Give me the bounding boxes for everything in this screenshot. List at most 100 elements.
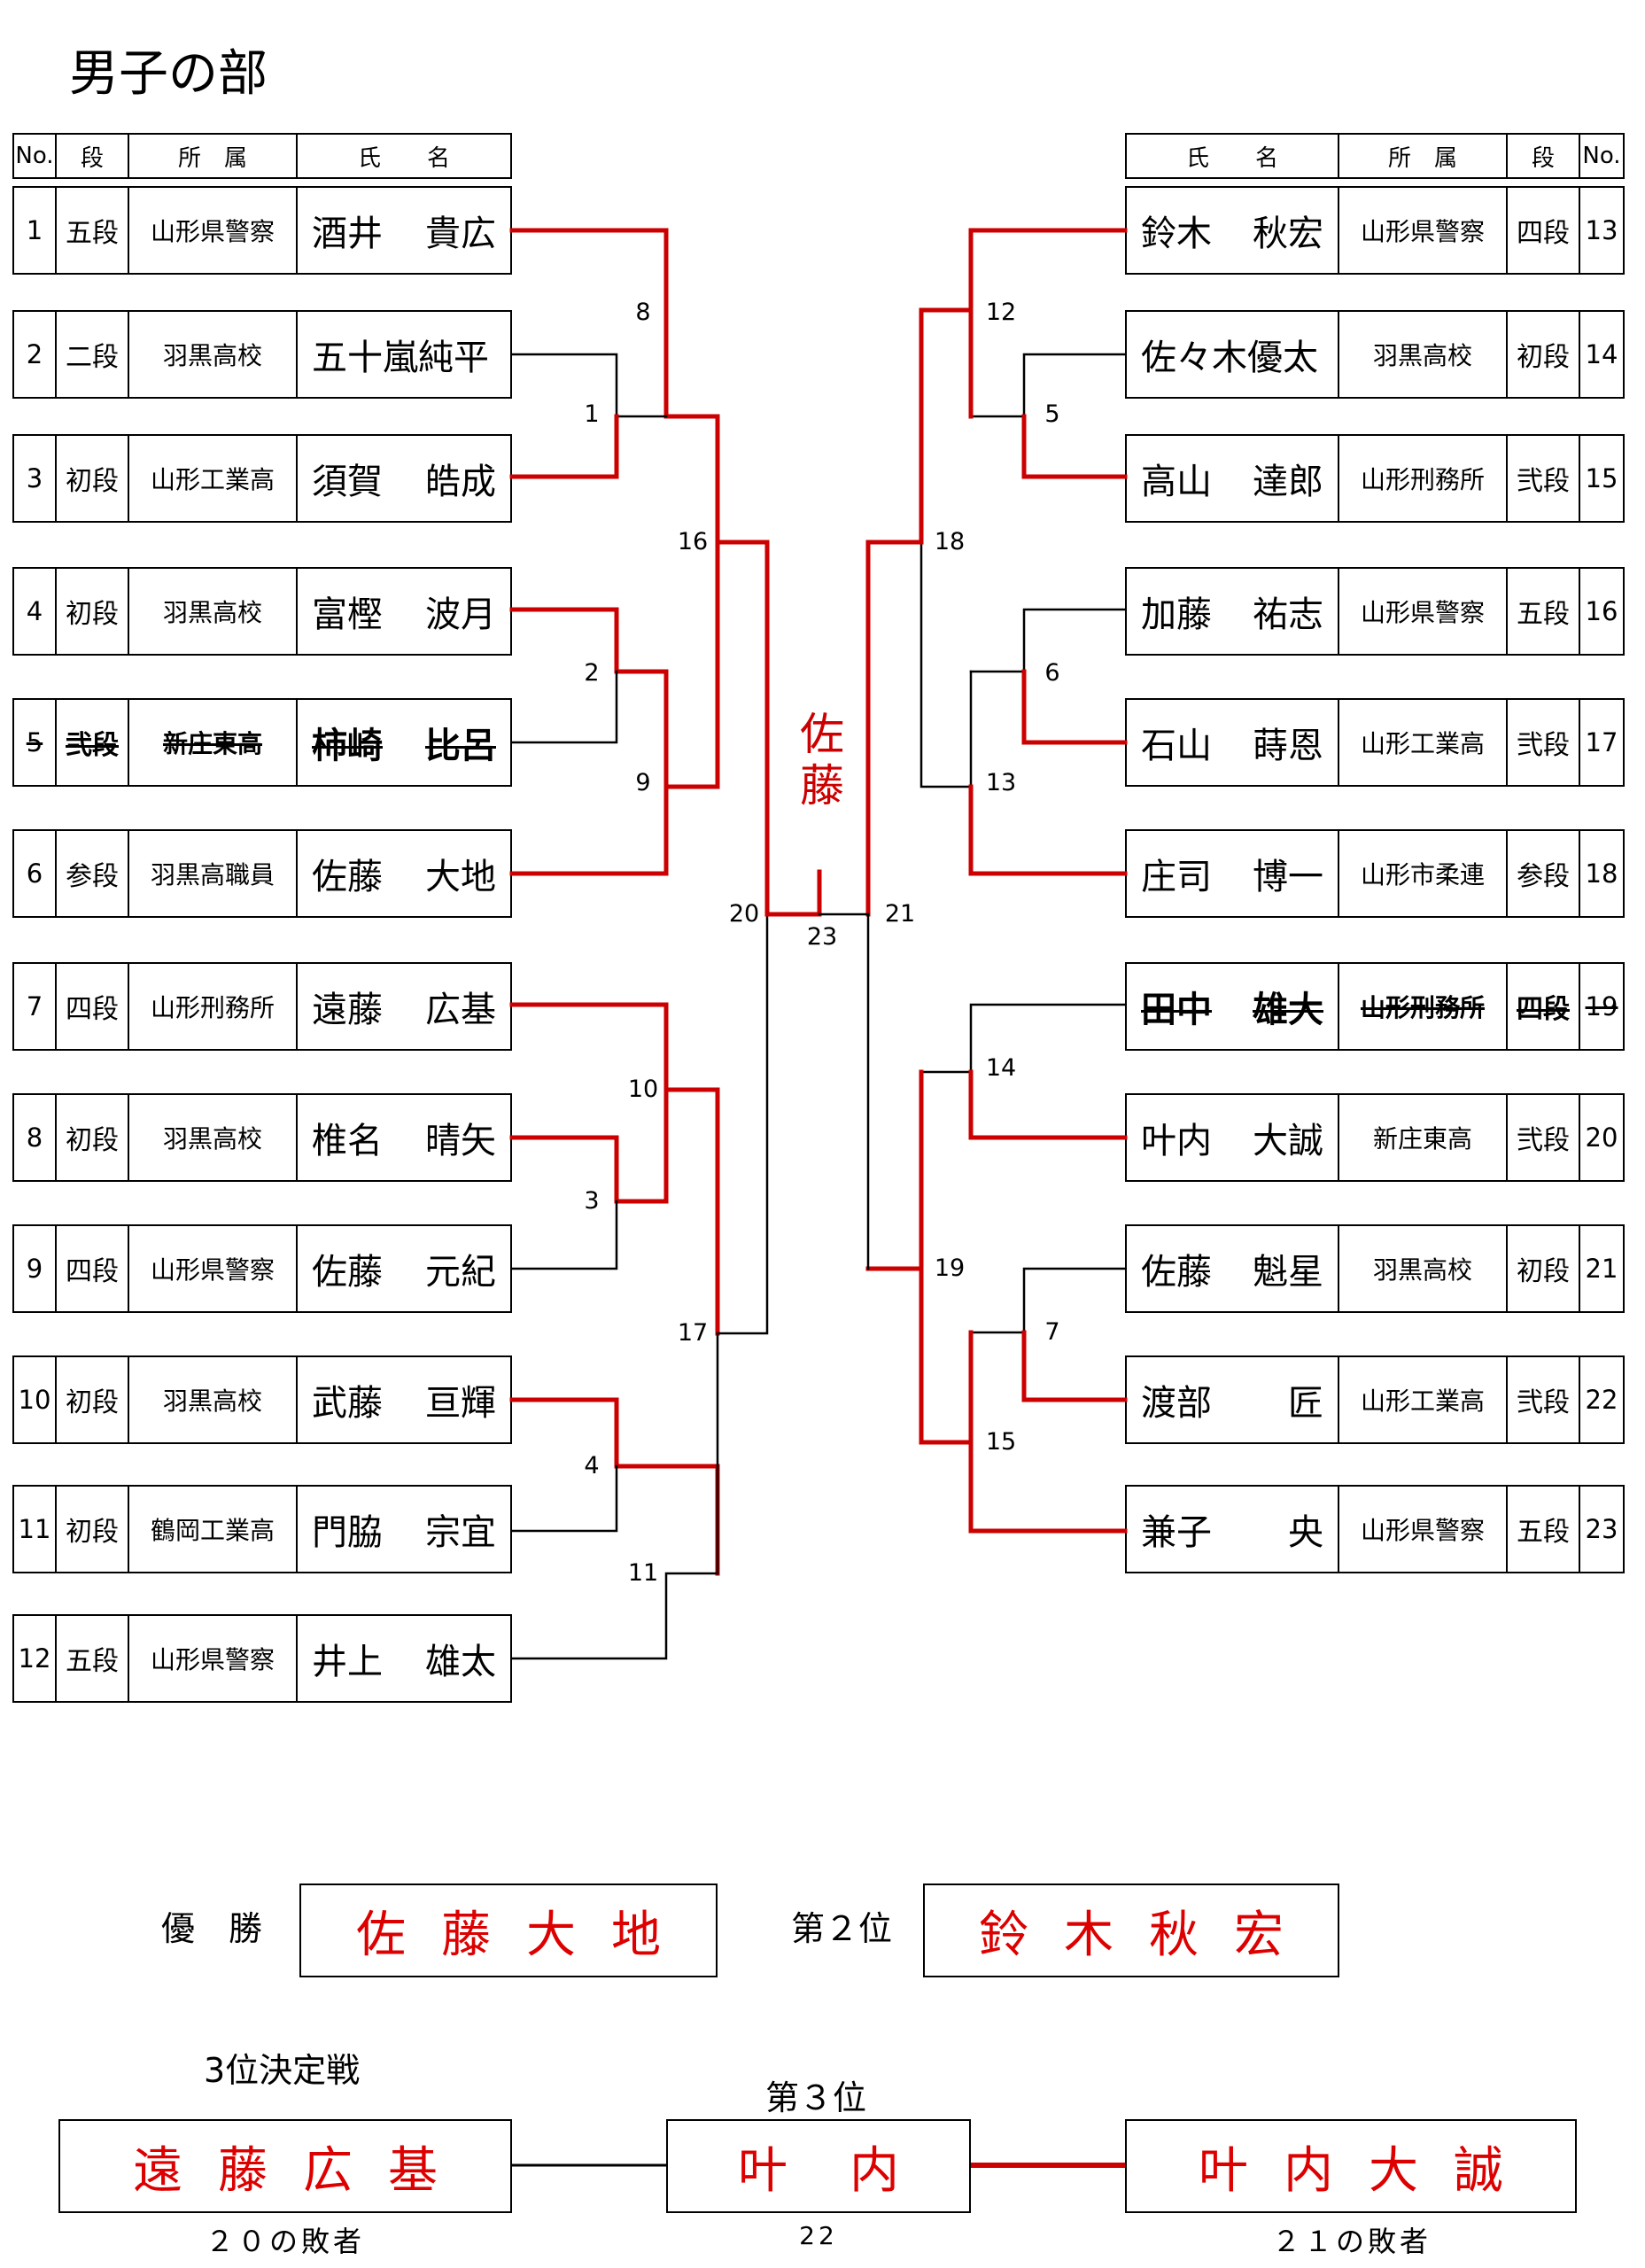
player-family-name: 石山 — [1141, 726, 1212, 766]
match-number: 7 — [1044, 1318, 1060, 1346]
player-family-name: 柿崎 — [312, 726, 383, 766]
match-number: 23 — [806, 923, 838, 951]
player-given-name: 魁星 — [1253, 1252, 1323, 1293]
match-number: 14 — [985, 1054, 1017, 1082]
player-given-name: 亘輝 — [425, 1383, 496, 1424]
player-family-name: 鈴木 — [1141, 214, 1212, 254]
header-name: 氏 名 — [357, 144, 450, 172]
player-rank: 五段 — [1508, 1487, 1580, 1572]
player-no: 2 — [14, 312, 57, 397]
player-given-name: 祐志 — [1253, 594, 1323, 635]
player-affiliation: 羽黒高校 — [129, 569, 298, 654]
player-no: 5 — [14, 700, 57, 785]
player-given-name: 匠 — [1288, 1383, 1323, 1424]
player-no: 23 — [1585, 1514, 1618, 1544]
player-no: 15 — [1585, 463, 1618, 493]
player-family-name: 五十嵐純平 — [312, 338, 489, 378]
player-given-name: 貴広 — [425, 214, 496, 254]
player-family-name: 門脇 — [312, 1512, 383, 1553]
bracket-line — [509, 414, 619, 479]
player-rank: 五段 — [57, 1616, 129, 1701]
third-center-note: 22 — [799, 2221, 838, 2250]
bracket-line — [509, 784, 669, 876]
player-affiliation: 山形工業高 — [1339, 1357, 1508, 1442]
player-rank: 四段 — [1508, 188, 1580, 273]
player-rank: 弐段 — [1508, 1095, 1580, 1180]
player-rank: 四段 — [57, 1226, 129, 1311]
player-no: 14 — [1585, 339, 1618, 369]
player-given-name: 元紀 — [425, 1252, 496, 1293]
bracket-line — [919, 1003, 1127, 1074]
bracket-line — [919, 307, 974, 545]
match-number: 19 — [934, 1254, 966, 1282]
match-number: 16 — [677, 528, 709, 555]
match-number: 1 — [584, 400, 600, 428]
player-affiliation: 羽黒高校 — [1339, 1226, 1508, 1311]
player-name: 佐々木優太 — [1127, 312, 1339, 397]
player-family-name: 富樫 — [312, 594, 383, 635]
player-no: 17 — [1585, 727, 1618, 757]
player-rank: 四段 — [57, 964, 129, 1049]
bracket-line — [919, 540, 973, 788]
player-no: 8 — [14, 1095, 57, 1180]
player-family-name: 加藤 — [1141, 594, 1212, 635]
bracket-line — [510, 1200, 618, 1270]
player-name: 佐藤元紀 — [298, 1226, 510, 1311]
bracket-line — [509, 228, 669, 313]
player-name: 椎名晴矢 — [298, 1095, 510, 1180]
player-name: 高山達郎 — [1127, 436, 1339, 521]
player-affiliation: 新庄東高 — [129, 700, 298, 785]
player-family-name: 酒井 — [312, 214, 383, 254]
player-name: 酒井 貴広 — [298, 188, 510, 273]
match-number: 4 — [584, 1452, 600, 1480]
player-rank: 二段 — [57, 312, 129, 397]
bracket-line — [510, 353, 668, 418]
player-name: 兼子央 — [1127, 1487, 1339, 1572]
bracket-line — [969, 353, 1127, 418]
player-given-name: 雄太 — [425, 1642, 496, 1682]
player-affiliation: 山形県警察 — [129, 1616, 298, 1701]
player-rank: 四段 — [1508, 964, 1580, 1049]
player-name: 門脇宗宜 — [298, 1487, 510, 1572]
third-center-box: 叶内 — [666, 2119, 971, 2213]
match-number: 21 — [884, 900, 916, 928]
player-given-name: 博一 — [1253, 857, 1323, 897]
player-affiliation: 羽黒高校 — [1339, 312, 1508, 397]
player-given-name: 皓成 — [425, 462, 496, 502]
match-number: 11 — [627, 1559, 659, 1587]
player-affiliation: 鶴岡工業高 — [129, 1487, 298, 1572]
bracket-line — [715, 540, 770, 917]
header-no: No. — [14, 135, 57, 177]
player-affiliation: 山形刑務所 — [1339, 964, 1508, 1049]
player-given-name: 達郎 — [1253, 462, 1323, 502]
header-name: 氏 名 — [1127, 135, 1339, 177]
match-number: 6 — [1044, 659, 1060, 687]
player-rank: 初段 — [1508, 312, 1580, 397]
player-affiliation: 山形県警察 — [129, 1226, 298, 1311]
match-number: 18 — [934, 528, 966, 555]
player-family-name: 佐藤 — [312, 857, 383, 897]
center-winner-name: 佐藤 — [800, 709, 844, 812]
bracket-line — [510, 1572, 719, 1660]
match-number: 2 — [584, 659, 600, 687]
player-rank: 初段 — [57, 436, 129, 521]
player-affiliation: 羽黒高職員 — [129, 831, 298, 916]
player-family-name: 武藤 — [312, 1383, 383, 1424]
player-family-name: 庄司 — [1141, 857, 1212, 897]
player-rank: 参段 — [1508, 831, 1580, 916]
match-number: 17 — [677, 1319, 709, 1347]
